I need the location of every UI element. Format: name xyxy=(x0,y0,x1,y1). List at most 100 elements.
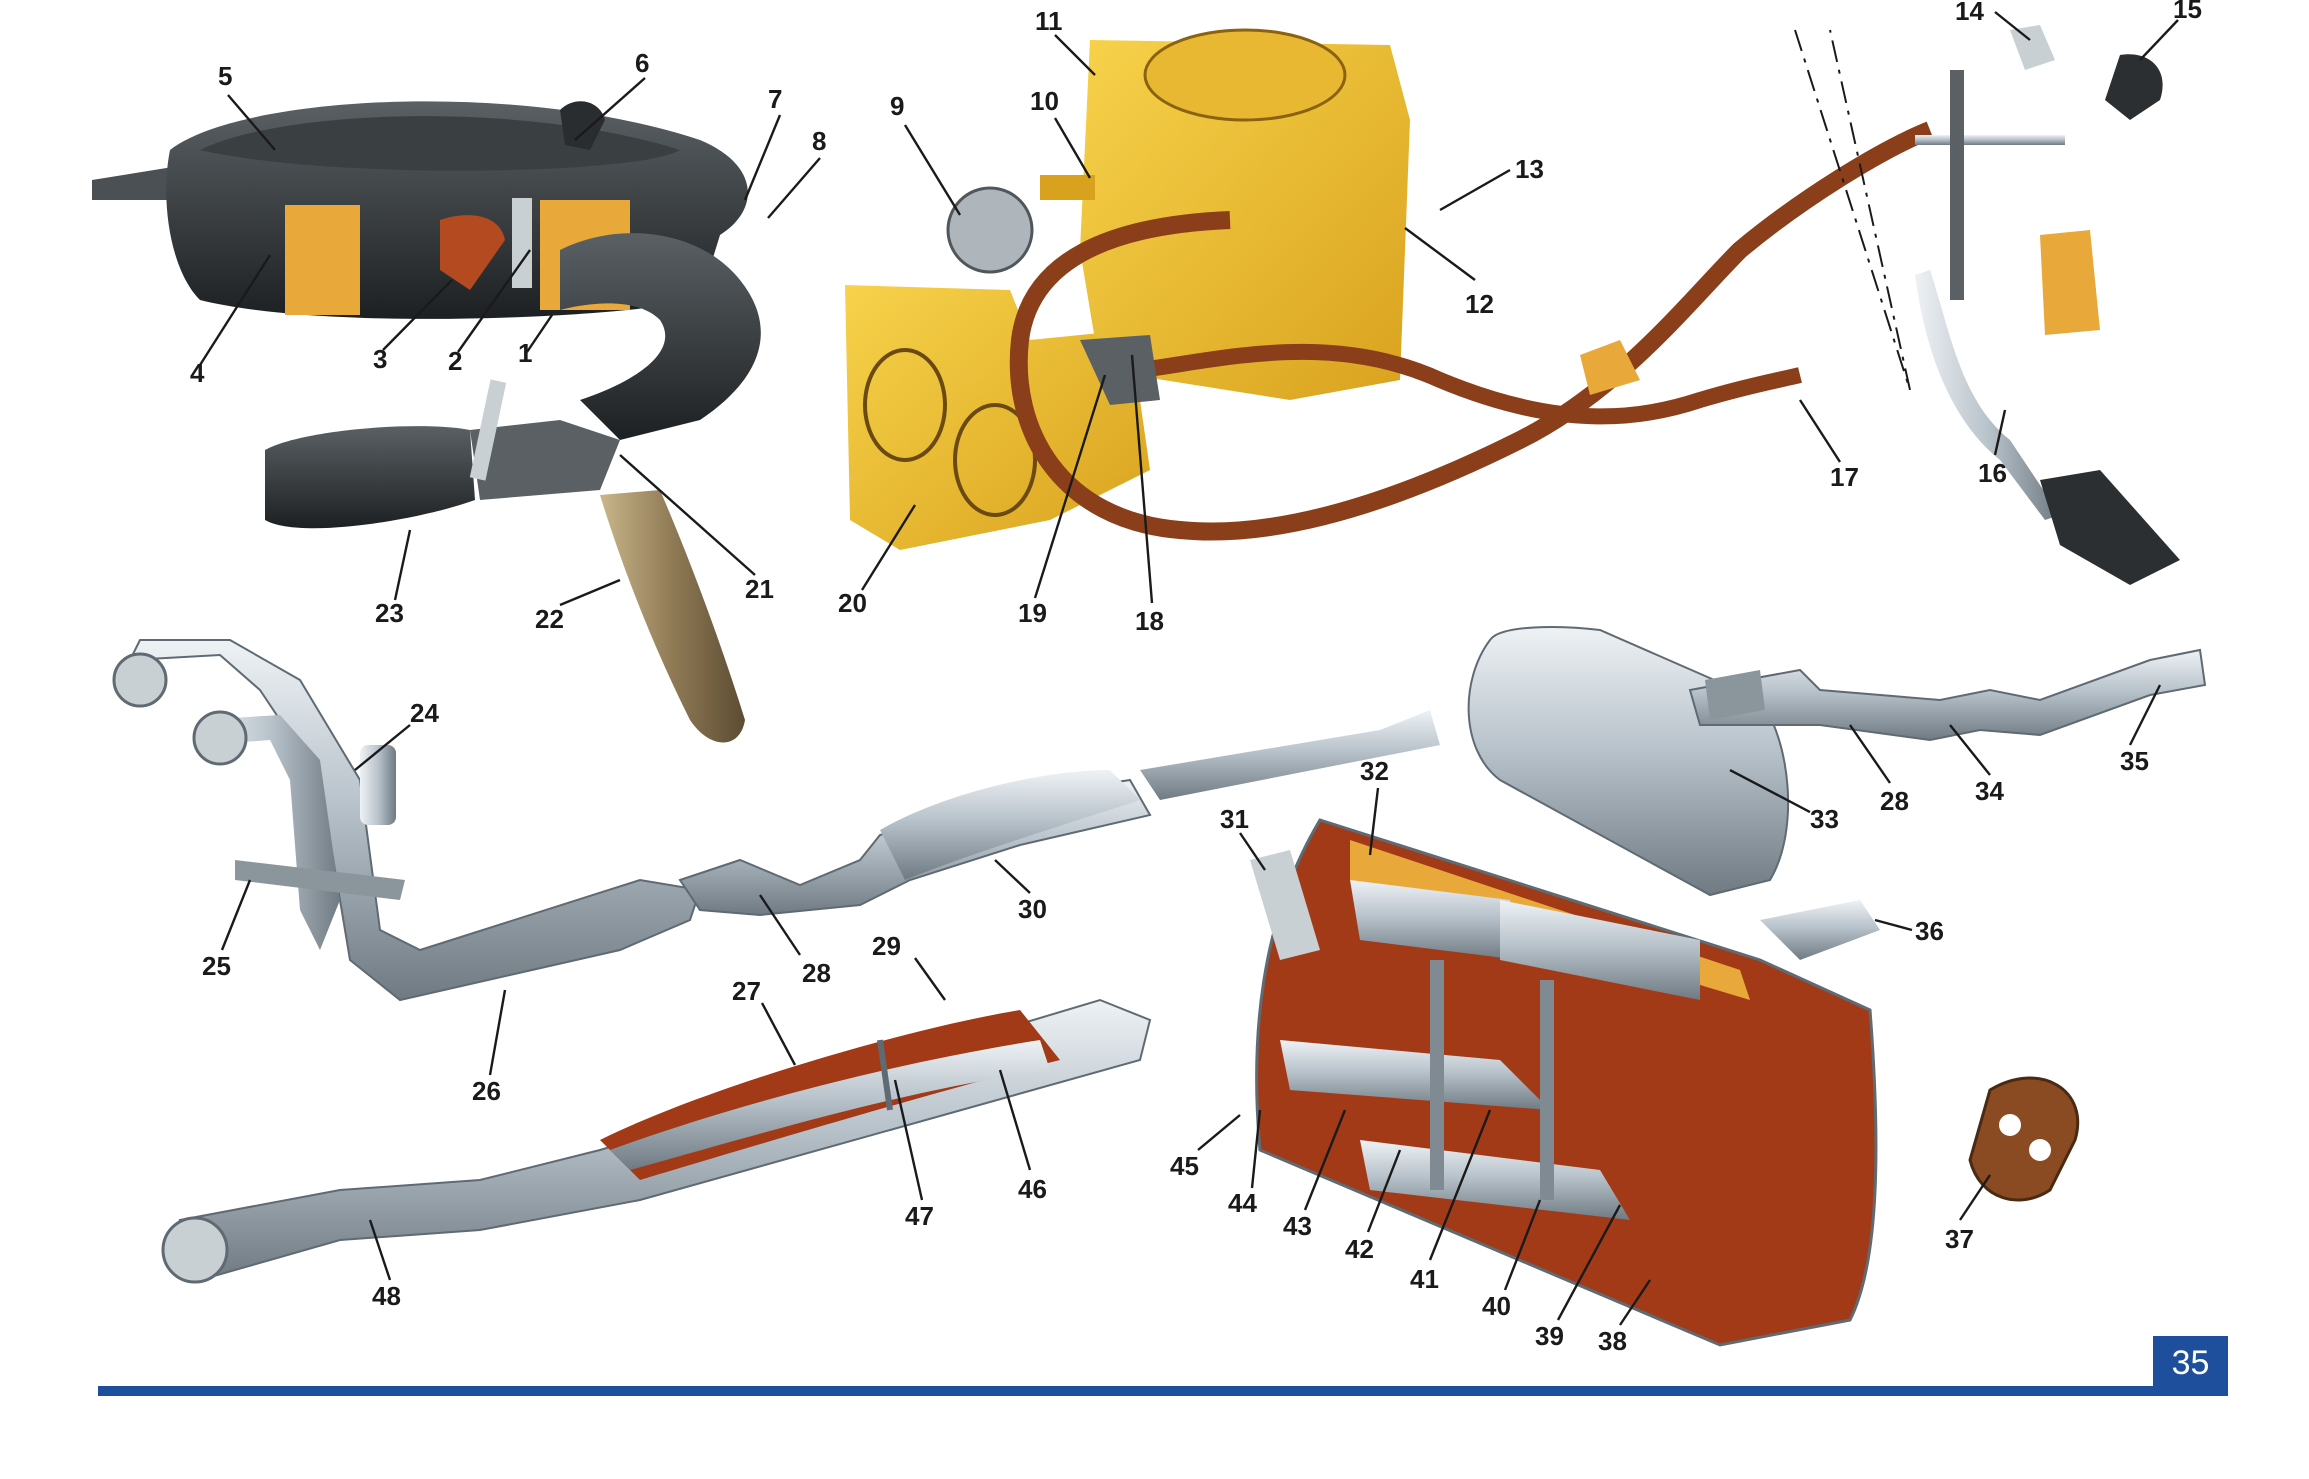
callout-30: 30 xyxy=(1018,894,1047,924)
callout-29: 29 xyxy=(872,931,901,961)
callout-35: 35 xyxy=(2120,746,2149,776)
leader-28a xyxy=(759,894,801,956)
leader-28b xyxy=(1849,724,1891,784)
leader-39 xyxy=(1556,1204,1622,1321)
callout-leaders xyxy=(198,11,2179,1326)
pedal-bracket xyxy=(1950,70,1964,300)
callout-3: 3 xyxy=(373,344,387,374)
leader-21 xyxy=(619,454,756,576)
callout-8: 8 xyxy=(812,126,826,156)
leader-32 xyxy=(1368,787,1380,856)
callout-21: 21 xyxy=(745,574,774,604)
pedal-shaft xyxy=(1915,135,2065,145)
leader-33 xyxy=(1729,768,1811,814)
leader-37 xyxy=(1959,1174,1991,1221)
callout-25: 25 xyxy=(202,951,231,981)
tailpipe-flange xyxy=(1705,670,1765,720)
carburettor-body xyxy=(1080,40,1410,400)
resonator-cutaway xyxy=(161,998,1152,1284)
filter-clip xyxy=(512,198,532,288)
cable-bracket xyxy=(1080,335,1160,405)
callout-24: 24 xyxy=(410,698,439,728)
leader-46 xyxy=(998,1069,1032,1171)
manifold-flange-1 xyxy=(112,652,168,708)
leader-11 xyxy=(1054,34,1096,76)
callout-47: 47 xyxy=(905,1201,934,1231)
leader-42 xyxy=(1366,1149,1402,1233)
leader-31 xyxy=(1239,832,1266,871)
leader-41 xyxy=(1428,1109,1492,1261)
throttle-cable xyxy=(1009,121,1934,541)
callout-20: 20 xyxy=(838,588,867,618)
callout-31: 31 xyxy=(1220,804,1249,834)
leader-14 xyxy=(1994,11,2031,41)
leader-29 xyxy=(914,957,946,1001)
callout-26: 26 xyxy=(472,1076,501,1106)
leader-40 xyxy=(1503,1199,1542,1291)
resonator-body xyxy=(880,770,1140,880)
air-intake-duct xyxy=(560,233,761,440)
leader-15 xyxy=(2139,19,2179,61)
callout-44: 44 xyxy=(1228,1188,1257,1218)
leader-34 xyxy=(1949,724,1991,776)
carburettor-air-horn xyxy=(1143,28,1347,122)
callout-48: 48 xyxy=(372,1281,401,1311)
callout-32: 32 xyxy=(1360,756,1389,786)
callout-7: 7 xyxy=(768,84,782,114)
muffler-baffle-2 xyxy=(1540,980,1554,1200)
perforated-tube-lower xyxy=(1280,1040,1550,1110)
flexible-hose xyxy=(600,490,745,743)
leader-16 xyxy=(1993,409,2007,456)
leader-43 xyxy=(1303,1109,1347,1211)
leader-4 xyxy=(198,254,272,366)
pedal-mount-plate xyxy=(2040,230,2100,335)
main-muffler-section xyxy=(1467,626,2207,897)
pedal-pad xyxy=(2040,470,2180,585)
callout-34: 34 xyxy=(1975,776,2004,806)
carburettor-assembly xyxy=(845,28,1934,550)
callout-27: 27 xyxy=(732,976,761,1006)
callout-16: 16 xyxy=(1978,458,2007,488)
callout-2: 2 xyxy=(448,346,462,376)
leader-19 xyxy=(1033,374,1107,599)
perforated-inner-tube xyxy=(610,1040,1050,1170)
air-filter-assembly xyxy=(92,101,761,743)
leader-36 xyxy=(1874,918,1913,932)
callout-42: 42 xyxy=(1345,1234,1374,1264)
air-filter-cover xyxy=(200,116,680,171)
mounting-bracket xyxy=(92,165,185,200)
callout-10: 10 xyxy=(1030,86,1059,116)
leader-7 xyxy=(743,114,782,201)
exhaust-downpipe xyxy=(128,639,702,1002)
cable-retainer-clip xyxy=(2010,25,2055,70)
manifold-port-left xyxy=(863,348,947,462)
callout-19: 19 xyxy=(1018,598,1047,628)
callout-40: 40 xyxy=(1482,1291,1511,1321)
leader-17 xyxy=(1798,399,1842,463)
leader-38 xyxy=(1619,1279,1651,1326)
manifold-flange-2 xyxy=(192,710,248,766)
assembly-outline xyxy=(1794,29,1911,391)
leader-9 xyxy=(903,124,962,216)
outlet-tube-upper xyxy=(1500,900,1700,1000)
callout-38: 38 xyxy=(1598,1326,1627,1356)
callout-13: 13 xyxy=(1515,154,1544,184)
leader-6 xyxy=(574,77,646,141)
callout-18: 18 xyxy=(1135,606,1164,636)
callout-37: 37 xyxy=(1945,1224,1974,1254)
callout-6: 6 xyxy=(635,48,649,78)
callout-33: 33 xyxy=(1810,804,1839,834)
intake-snorkel-top xyxy=(560,101,605,150)
callout-28a: 28 xyxy=(802,958,831,988)
exhaust-front-section xyxy=(112,639,1440,1002)
muffler-baffle-1 xyxy=(1430,960,1444,1190)
leader-45 xyxy=(1197,1114,1241,1151)
leader-25 xyxy=(220,879,252,951)
manifold-port-right xyxy=(953,403,1037,517)
leader-18 xyxy=(1130,354,1154,604)
filter-element-left xyxy=(285,205,360,315)
sealing-ring xyxy=(440,215,505,290)
leader-1 xyxy=(526,314,553,353)
perforated-tube-upper xyxy=(1350,880,1520,960)
pipe-bracket xyxy=(235,860,405,900)
